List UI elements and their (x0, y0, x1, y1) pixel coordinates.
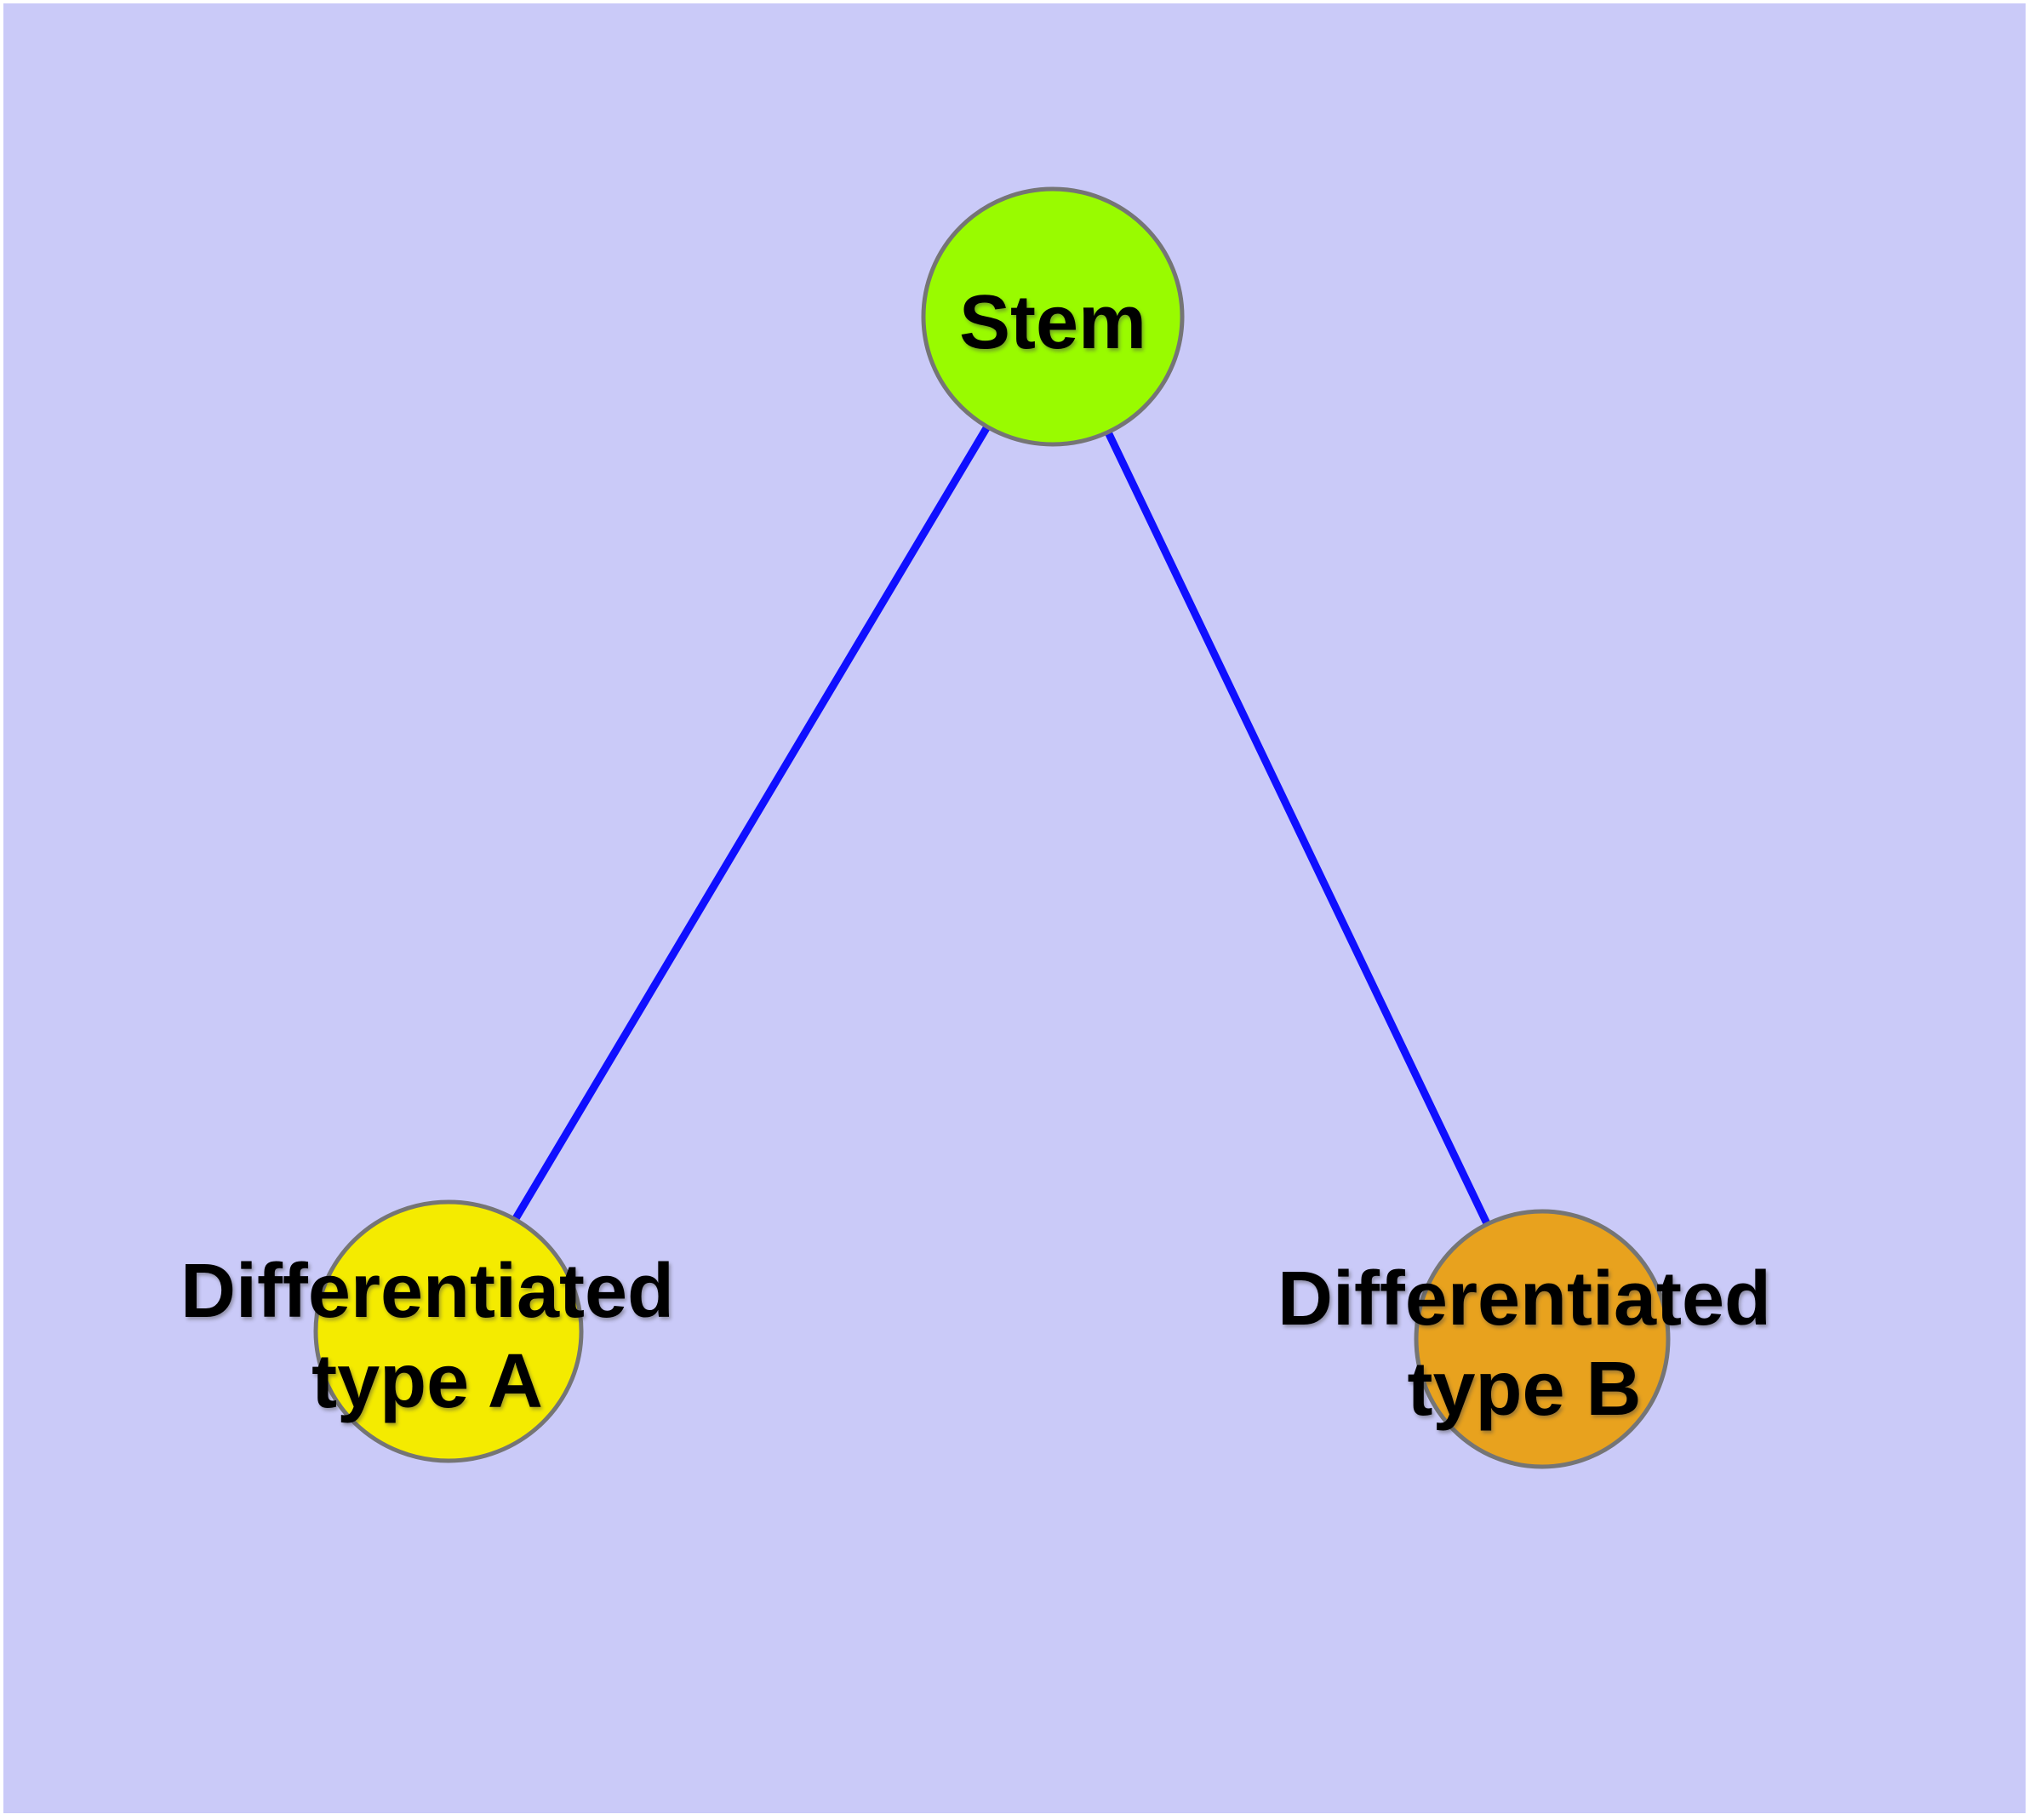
edge-stem-to-type-b (1049, 312, 1546, 1343)
node-differentiated-type-a (313, 1199, 584, 1463)
node-type-a-label-line1: Differentiated (180, 1249, 674, 1334)
node-type-a-label-line2: type A (311, 1339, 543, 1424)
node-stem-label: Stem (959, 280, 1146, 365)
edge-layer (444, 312, 1546, 1343)
edge-stem-to-type-a (444, 312, 1057, 1336)
node-type-b-label-line1: Differentiated (1277, 1256, 1771, 1342)
node-stem (921, 186, 1185, 447)
node-layer (313, 186, 1671, 1469)
node-type-b-label-line2: type B (1407, 1347, 1641, 1432)
node-differentiated-type-b (1414, 1209, 1671, 1469)
label-layer: Stem Differentiated type A Differentiate… (180, 280, 1771, 1432)
